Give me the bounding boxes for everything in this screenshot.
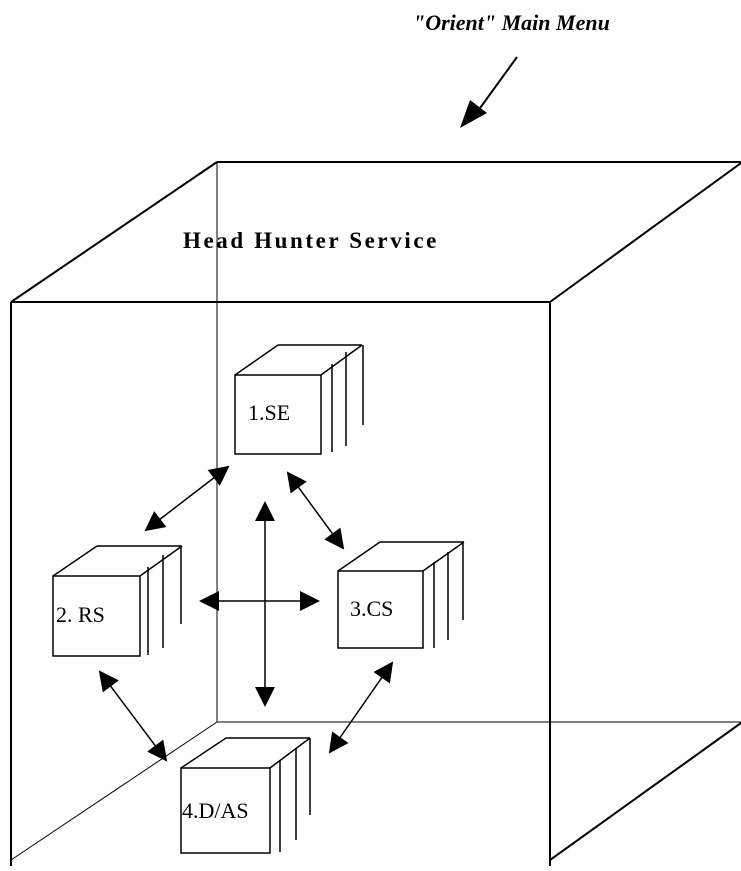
- module-box-rs: 2. RS: [52, 545, 183, 657]
- module-label-cs: 3.CS: [350, 596, 393, 621]
- module-box-se: 1.SE: [234, 344, 364, 455]
- module-label-se: 1.SE: [248, 400, 290, 425]
- module-box-cs: 3.CS: [337, 541, 465, 649]
- module-box-das: 4.D/AS: [180, 737, 311, 854]
- connector-se-cs: [286, 471, 345, 550]
- module-label-rs: 2. RS: [56, 602, 105, 627]
- service-title: Head Hunter Service: [183, 228, 439, 253]
- central-cross-arrow: [199, 501, 320, 707]
- main-menu-title: "Orient" Main Menu: [413, 10, 610, 35]
- module-label-das: 4.D/AS: [182, 798, 249, 823]
- pointer-arrow: [460, 56, 518, 128]
- outer-cube: [10, 161, 741, 866]
- connector-se-rs: [144, 465, 230, 532]
- connector-cs-das: [328, 661, 394, 754]
- connector-rs-das: [98, 670, 168, 762]
